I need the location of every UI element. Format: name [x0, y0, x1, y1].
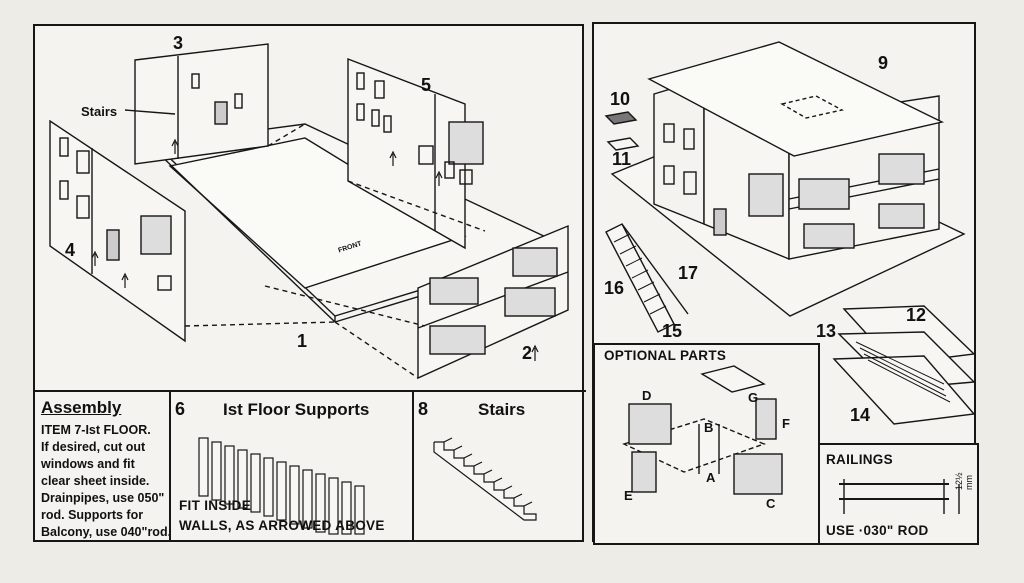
assembly-exploded-drawing: [35, 43, 586, 392]
optional-letter-a: A: [706, 470, 716, 485]
part-number-13: 13: [816, 321, 837, 341]
optional-parts-title: OPTIONAL PARTS: [604, 348, 727, 363]
optional-letter-e: E: [624, 488, 633, 503]
railings-note: USE ·030" ROD: [826, 523, 929, 538]
assembly-line: ITEM 7-Ist FLOOR.: [41, 423, 151, 437]
assembly-line: If desired, cut out: [41, 440, 146, 454]
optional-letter-b: B: [704, 420, 714, 435]
assembly-heading: Assembly: [41, 398, 122, 417]
assembly-line: windows and fit: [41, 457, 135, 471]
assembly-text: ITEM 7-Ist FLOOR. If desired, cut out wi…: [41, 422, 175, 541]
optional-letter-g: G: [748, 390, 759, 405]
part-number-14: 14: [850, 405, 871, 425]
optional-letter-f: F: [782, 416, 790, 431]
part-number-4: 4: [65, 240, 76, 260]
building-drawing: [593, 41, 979, 545]
part-number-8: 8: [418, 399, 429, 419]
part-number-12: 12: [906, 305, 927, 325]
assembly-line: Balcony, use 040"rod.: [41, 525, 172, 539]
assembly-line: clear sheet inside.: [41, 474, 150, 488]
wall-5-shape: [347, 57, 466, 250]
part-number-6: 6: [175, 399, 186, 419]
assembly-notes: Assembly ITEM 7-Ist FLOOR. If desired, c…: [37, 392, 171, 540]
optional-letter-c: C: [766, 496, 776, 511]
part-number-1: 1: [297, 331, 308, 351]
building-diagram-panel: 9 10 11 12 13 14 15 16 17 OPTIONAL PARTS…: [592, 22, 979, 545]
assembly-line: Drainpipes, use 050": [41, 491, 165, 505]
part-number-16: 16: [604, 278, 625, 298]
supports-drawing: [198, 437, 365, 535]
part-number-17: 17: [678, 263, 699, 283]
assembly-line: rod. Supports for: [41, 508, 144, 522]
floor-supports-box: 6 Ist Floor Supports FIT INSIDE WALLS, A…: [169, 390, 414, 542]
stairs-label: Stairs: [81, 104, 118, 119]
part-number-9: 9: [878, 53, 889, 73]
assembly-diagram-panel: 3 5 4 1 2 Stairs FRONT Assembly ITEM 7-I…: [33, 24, 586, 542]
part-number-10: 10: [610, 89, 631, 109]
part-number-3: 3: [173, 33, 184, 53]
part-number-2: 2: [522, 343, 533, 363]
stairs-title: Stairs: [478, 400, 526, 419]
railings-dimension: 12½ mm: [954, 472, 974, 490]
part-number-11: 11: [612, 149, 632, 169]
part-number-5: 5: [421, 75, 432, 95]
supports-note-line1: FIT INSIDE: [179, 498, 252, 513]
stairs-drawing: [433, 437, 537, 521]
wall-3-shape: [134, 43, 269, 165]
part-number-15: 15: [662, 321, 683, 341]
supports-note-line2: WALLS, AS ARROWED ABOVE: [179, 518, 385, 533]
supports-title: Ist Floor Supports: [223, 400, 370, 419]
stairs-box: 8 Stairs: [412, 390, 584, 542]
optional-letter-d: D: [642, 388, 652, 403]
railings-title: RAILINGS: [826, 452, 893, 467]
